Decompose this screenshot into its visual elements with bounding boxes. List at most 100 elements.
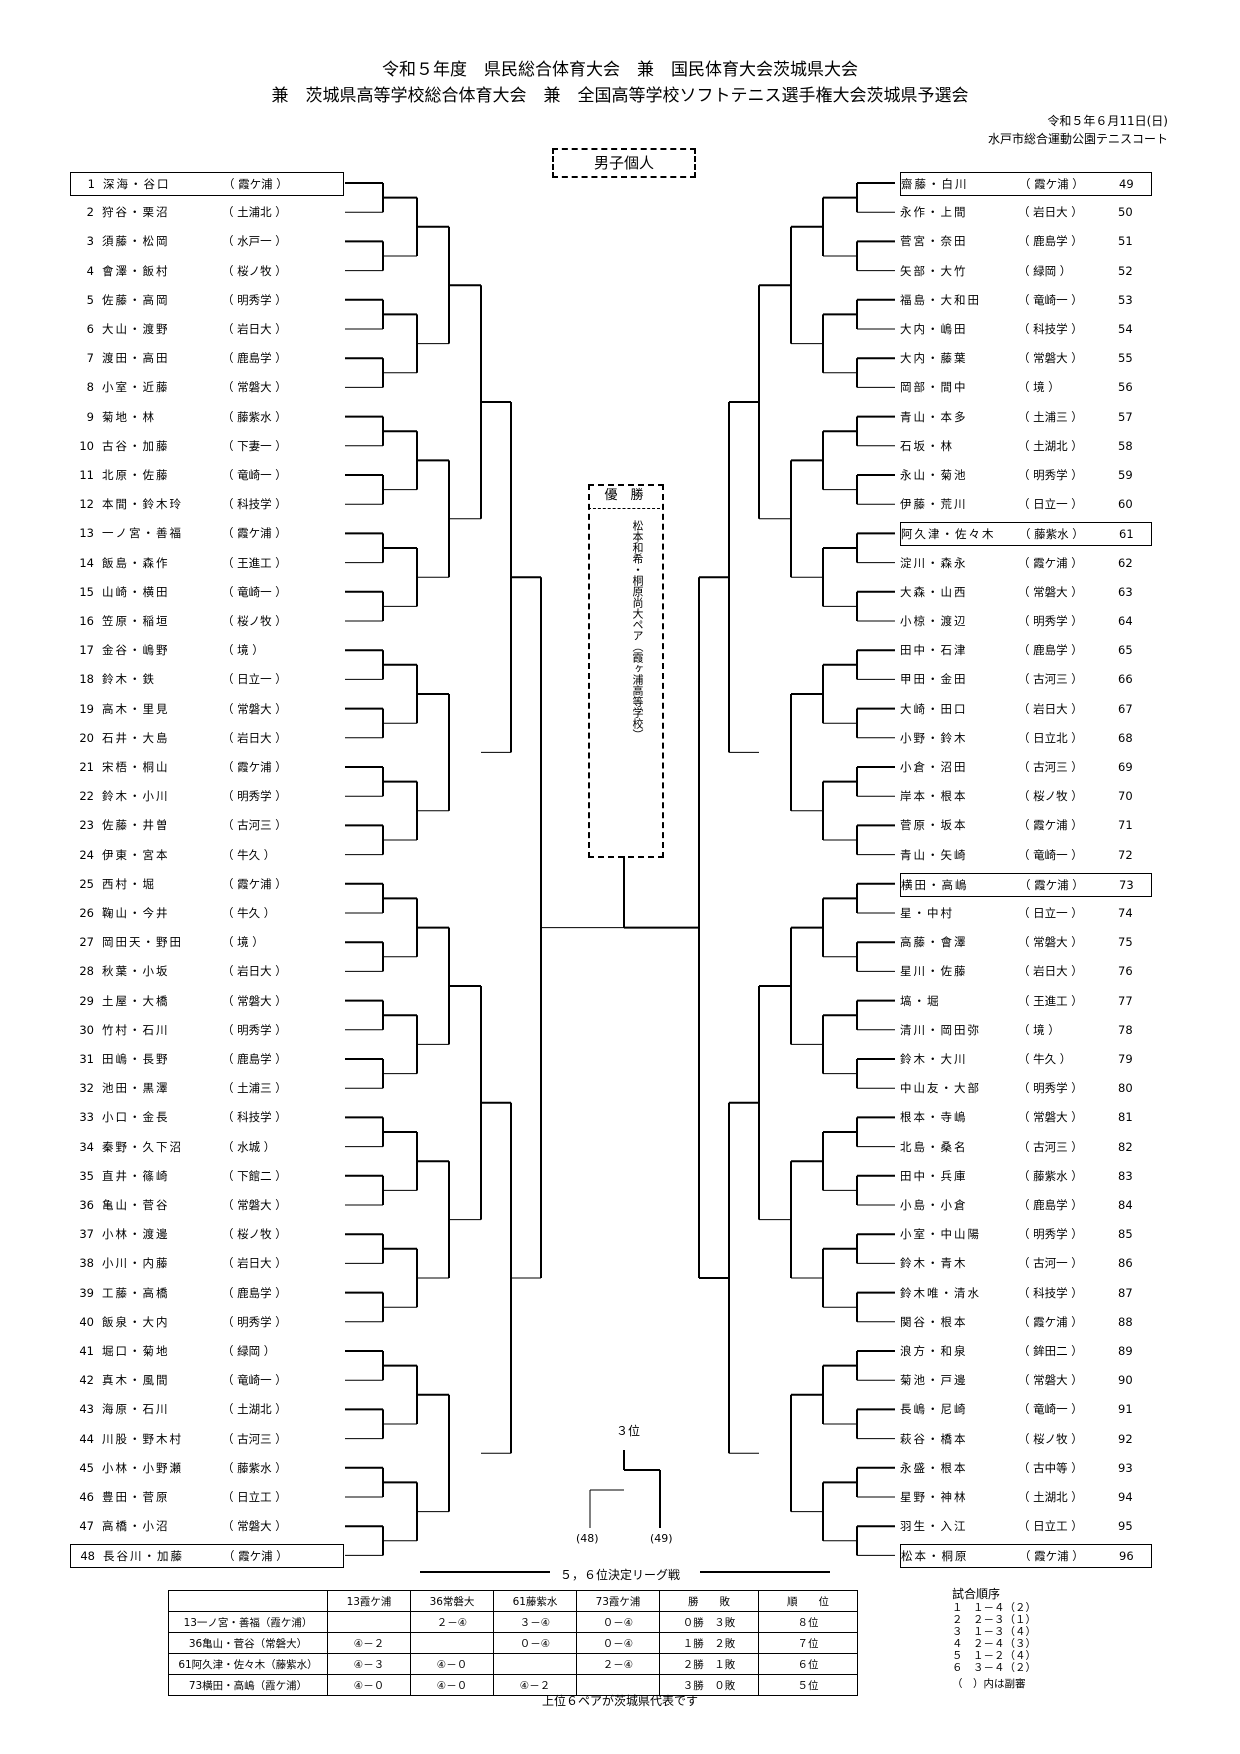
league-cell: ２－④ xyxy=(410,1611,494,1633)
entry-number: 83 xyxy=(1118,1168,1133,1183)
league-cell: ０－④ xyxy=(576,1611,660,1633)
entry-names: 小室・中山陽 xyxy=(900,1227,981,1242)
entry-number: 74 xyxy=(1118,906,1133,920)
entry-team: （ 霞ケ浦 ） xyxy=(1018,818,1083,833)
league-cell: 61阿久津・佐々木（藤紫水） xyxy=(168,1653,328,1675)
entry-names: 秋葉・小坂 xyxy=(102,964,170,979)
entry-team: （ 古河三 ） xyxy=(222,1431,287,1446)
right-entry: 永作・上間（ 岩日大 ）50 xyxy=(900,201,1150,223)
match-order-item: ３ １－３（４） xyxy=(952,1626,1036,1638)
entry-team: （ 桜ノ牧 ） xyxy=(222,614,287,628)
entry-number: 30 xyxy=(79,1022,94,1037)
entry-number: 57 xyxy=(1118,409,1133,424)
entry-names: 北島・桑名 xyxy=(900,1139,968,1154)
entry-names: 田嶋・長野 xyxy=(102,1052,170,1066)
right-entry: 清川・岡田弥（ 境 ）78 xyxy=(900,1019,1150,1041)
match-order-note: （ ）内は副審 xyxy=(952,1678,1026,1690)
third-place-left: (48) xyxy=(576,1532,599,1545)
league-cell: ④－２ xyxy=(327,1632,411,1654)
entry-number: 42 xyxy=(79,1373,94,1388)
right-entry: 永山・菊池（ 明秀学 ）59 xyxy=(900,464,1150,486)
entry-names: 塙・堀 xyxy=(900,993,941,1008)
league-cell: 13一ノ宮・善福（霞ケ浦） xyxy=(168,1611,328,1633)
right-entry: 甲田・金田（ 古河三 ）66 xyxy=(900,668,1150,690)
entry-team: （ 科技学 ） xyxy=(1018,1285,1083,1300)
entry-names: 長谷川・加藤 xyxy=(103,1549,184,1564)
entry-names: 横田・高嶋 xyxy=(901,877,969,892)
league-caption: ５，６位決定リーグ戦 xyxy=(559,1568,680,1582)
entry-number: 49 xyxy=(1119,177,1134,191)
entry-names: 鈴木唯・清水 xyxy=(900,1285,981,1300)
entry-names: 小林・渡邊 xyxy=(102,1227,170,1242)
entry-number: 17 xyxy=(79,643,94,658)
league-cell: ④－０ xyxy=(410,1674,494,1696)
entry-names: 羽生・入江 xyxy=(900,1519,968,1534)
right-entry: 長嶋・尼崎（ 竜崎一 ）91 xyxy=(900,1398,1150,1420)
right-entry: 高藤・會澤（ 常磐大 ）75 xyxy=(900,931,1150,953)
entry-team: （ 牛久 ） xyxy=(1018,1052,1072,1066)
title-line-1: 令和５年度 県民総合体育大会 兼 国民体育大会茨城県大会 xyxy=(382,60,858,80)
entry-team: （ 霞ケ浦 ） xyxy=(1018,555,1083,570)
entry-team: （ 霞ケ浦 ） xyxy=(1019,877,1084,892)
entry-names: 山崎・横田 xyxy=(102,584,170,599)
entry-number: 87 xyxy=(1118,1285,1133,1300)
league-cell: ④－０ xyxy=(410,1653,494,1675)
entry-number: 37 xyxy=(79,1227,94,1242)
entry-number: 5 xyxy=(86,292,94,307)
entry-team: （ 鹿島学 ） xyxy=(222,1285,287,1300)
entry-number: 10 xyxy=(79,438,94,453)
match-order: 試合順序 １ １－４（２）２ ２－３（１）３ １－３（４）４ ２－４（３）５ １… xyxy=(952,1588,1036,1690)
right-entry: 羽生・入江（ 日立工 ）95 xyxy=(900,1515,1150,1537)
entry-names: 小川・内藤 xyxy=(102,1256,170,1271)
entry-names: 岸本・根本 xyxy=(900,789,968,804)
entry-number: 70 xyxy=(1118,789,1133,804)
right-entry: 伊藤・荒川（ 日立一 ）60 xyxy=(900,493,1150,515)
entry-names: 西村・堀 xyxy=(102,876,156,891)
entry-names: 関谷・根本 xyxy=(900,1314,968,1329)
entry-team: （ 岩日大 ） xyxy=(1018,964,1083,979)
league-header-cell xyxy=(168,1590,328,1612)
entry-team: （ 桜ノ牧 ） xyxy=(222,263,287,278)
event-category: 男子個人 xyxy=(552,148,696,178)
league-header-cell: 73霞ケ浦 xyxy=(576,1590,660,1612)
right-entry: 小椋・渡辺（ 明秀学 ）64 xyxy=(900,610,1150,632)
league-header-cell: 36常磐大 xyxy=(410,1590,494,1612)
league-cell: ２勝 １敗 xyxy=(659,1653,759,1675)
entry-number: 69 xyxy=(1118,760,1133,774)
entry-team: （ 明秀学 ） xyxy=(222,1314,287,1329)
entry-number: 29 xyxy=(79,993,94,1008)
entry-names: 高藤・會澤 xyxy=(900,935,968,950)
entry-team: （ 霞ケ浦 ） xyxy=(222,760,287,774)
entry-number: 26 xyxy=(79,906,94,920)
entry-names: 鈴木・大川 xyxy=(900,1052,968,1066)
entry-team: （ 岩日大 ） xyxy=(222,964,287,979)
entry-team: （ 古河三 ） xyxy=(222,818,287,833)
entry-number: 60 xyxy=(1118,497,1133,512)
entry-team: （ 常磐大 ） xyxy=(222,380,287,395)
entry-number: 50 xyxy=(1118,205,1133,220)
right-entry: 大内・嶋田（ 科技学 ）54 xyxy=(900,318,1150,340)
entry-number: 48 xyxy=(80,1549,95,1564)
entry-team: （ 岩日大 ） xyxy=(222,322,287,336)
entry-number: 32 xyxy=(79,1081,94,1096)
entry-names: 佐藤・井曽 xyxy=(102,818,170,833)
entry-team: （ 古河一 ） xyxy=(1018,1256,1083,1271)
entry-team: （ 水戸一 ） xyxy=(222,234,287,249)
entry-names: 小倉・沼田 xyxy=(900,760,968,774)
entry-team: （ 日立一 ） xyxy=(1018,906,1083,920)
entry-number: 63 xyxy=(1118,584,1133,599)
entry-number: 3 xyxy=(86,234,94,249)
league-cell: ３－④ xyxy=(493,1611,577,1633)
entry-team: （ 日立工 ） xyxy=(222,1490,287,1504)
entry-names: 青山・矢崎 xyxy=(900,847,968,862)
right-entry: 青山・本多（ 土浦三 ）57 xyxy=(900,406,1150,428)
